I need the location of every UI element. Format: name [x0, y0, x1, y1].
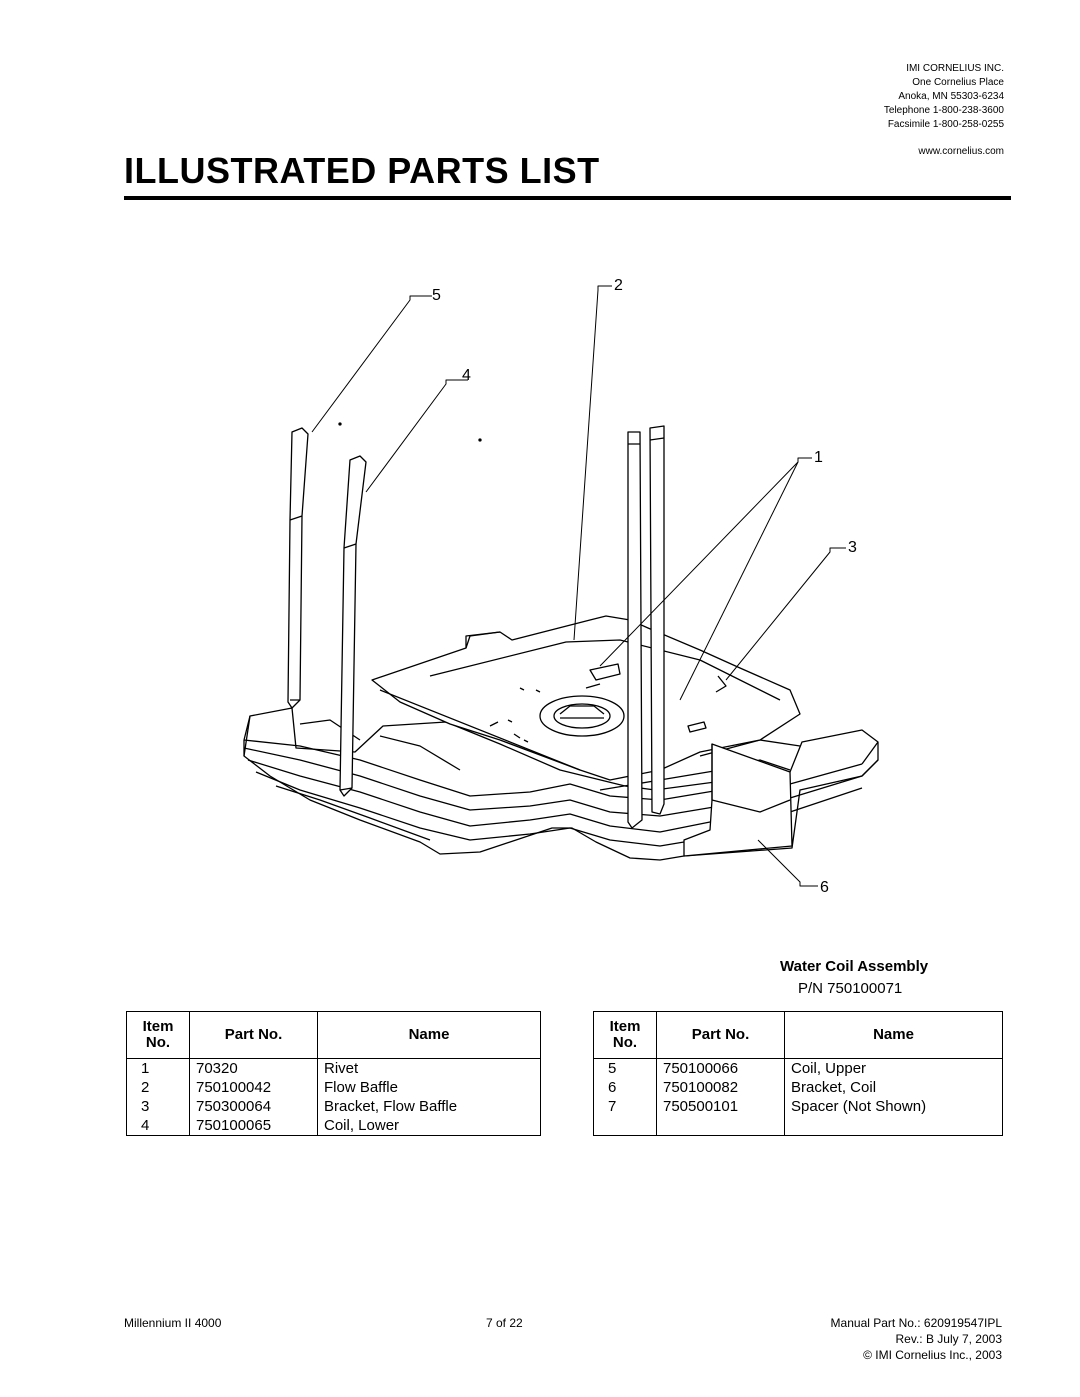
footer-product: Millennium II 4000: [124, 1316, 222, 1330]
coil-bracket: [683, 743, 793, 857]
part-name: Coil, Lower: [317, 1116, 541, 1136]
assembly-part-number: P/N 750100071: [798, 980, 903, 997]
header-item-line1: Item: [609, 1018, 641, 1035]
part-name: Bracket, Coil: [784, 1078, 1003, 1097]
part-name: Bracket, Flow Baffle: [317, 1097, 541, 1116]
table-row: 1 70320 Rivet: [126, 1058, 541, 1078]
part-no: 750100082: [656, 1078, 785, 1097]
coil-tubes-left: [287, 427, 367, 797]
header-item-line1: Item: [142, 1018, 174, 1035]
part-name: Rivet: [317, 1058, 541, 1078]
callout-3: 3: [848, 539, 857, 556]
item-no: 4: [126, 1116, 190, 1136]
item-no: 3: [126, 1097, 190, 1116]
company-address-line1: One Cornelius Place: [912, 77, 1004, 88]
table-row: [593, 1116, 1003, 1136]
footer-manual-info: Manual Part No.: 620919547IPL Rev.: B Ju…: [831, 1315, 1002, 1363]
callout-1: 1: [814, 449, 823, 466]
water-coil-drawing: 5 2 4 1 3 6: [0, 260, 1080, 920]
part-no: 750100042: [189, 1078, 318, 1097]
company-telephone: Telephone 1-800-238-3600: [883, 105, 1004, 116]
header-item-line2: No.: [612, 1034, 638, 1051]
table-row: 5 750100066 Coil, Upper: [593, 1058, 1003, 1078]
company-facsimile: Facsimile 1-800-258-0255: [887, 119, 1004, 130]
header-name: Name: [317, 1011, 541, 1059]
part-no: [656, 1116, 785, 1136]
assembly-title: Water Coil Assembly: [780, 958, 929, 975]
page-title: ILLUSTRATED PARTS LIST: [124, 150, 600, 191]
part-name: Coil, Upper: [784, 1058, 1003, 1078]
header-item-line2: No.: [145, 1034, 171, 1051]
table-row: 7 750500101 Spacer (Not Shown): [593, 1097, 1003, 1116]
company-address-block: IMI CORNELIUS INC. One Cornelius Place A…: [704, 62, 1004, 132]
parts-table-left: Item No. Part No. Name 1 70320 Rivet 2 7…: [126, 1011, 541, 1136]
footer-page-number: 7 of 22: [486, 1316, 523, 1330]
callout-6: 6: [820, 879, 829, 896]
callout-2: 2: [614, 277, 623, 294]
part-name: [784, 1116, 1003, 1136]
callout-leaders: [311, 285, 846, 887]
header-part-no: Part No.: [656, 1011, 785, 1059]
part-name: Flow Baffle: [317, 1078, 541, 1097]
callout-5: 5: [432, 287, 441, 304]
item-no: 2: [126, 1078, 190, 1097]
item-no: [593, 1116, 657, 1136]
company-website: www.cornelius.com: [918, 146, 1004, 157]
company-name: IMI CORNELIUS INC.: [906, 63, 1004, 74]
footer-copyright: © IMI Cornelius Inc., 2003: [863, 1348, 1002, 1362]
header-name: Name: [784, 1011, 1003, 1059]
part-no: 70320: [189, 1058, 318, 1078]
footer-revision: Rev.: B July 7, 2003: [895, 1332, 1003, 1346]
table-row: 2 750100042 Flow Baffle: [126, 1078, 541, 1097]
header-part-no: Part No.: [189, 1011, 318, 1059]
item-no: 5: [593, 1058, 657, 1078]
title-rule: [124, 196, 1011, 200]
callout-4: 4: [462, 367, 471, 384]
item-no: 7: [593, 1097, 657, 1116]
flow-baffle-plate: [371, 615, 801, 781]
water-coil-illustration: [243, 285, 879, 887]
part-no: 750500101: [656, 1097, 785, 1116]
part-no: 750100066: [656, 1058, 785, 1078]
table-row: 6 750100082 Bracket, Coil: [593, 1078, 1003, 1097]
part-no: 750300064: [189, 1097, 318, 1116]
company-address-line2: Anoka, MN 55303-6234: [898, 91, 1004, 102]
item-no: 6: [593, 1078, 657, 1097]
part-no: 750100065: [189, 1116, 318, 1136]
table-header-row: Item No. Part No. Name: [593, 1011, 1003, 1059]
footer-manual-part: Manual Part No.: 620919547IPL: [830, 1316, 1002, 1330]
table-row: 4 750100065 Coil, Lower: [126, 1116, 541, 1136]
header-item-no: Item No.: [126, 1011, 190, 1059]
table-header-row: Item No. Part No. Name: [126, 1011, 541, 1059]
table-row: 3 750300064 Bracket, Flow Baffle: [126, 1097, 541, 1116]
parts-table-right: Item No. Part No. Name 5 750100066 Coil,…: [593, 1011, 1003, 1136]
header-item-no: Item No.: [593, 1011, 657, 1059]
part-name: Spacer (Not Shown): [784, 1097, 1003, 1116]
item-no: 1: [126, 1058, 190, 1078]
